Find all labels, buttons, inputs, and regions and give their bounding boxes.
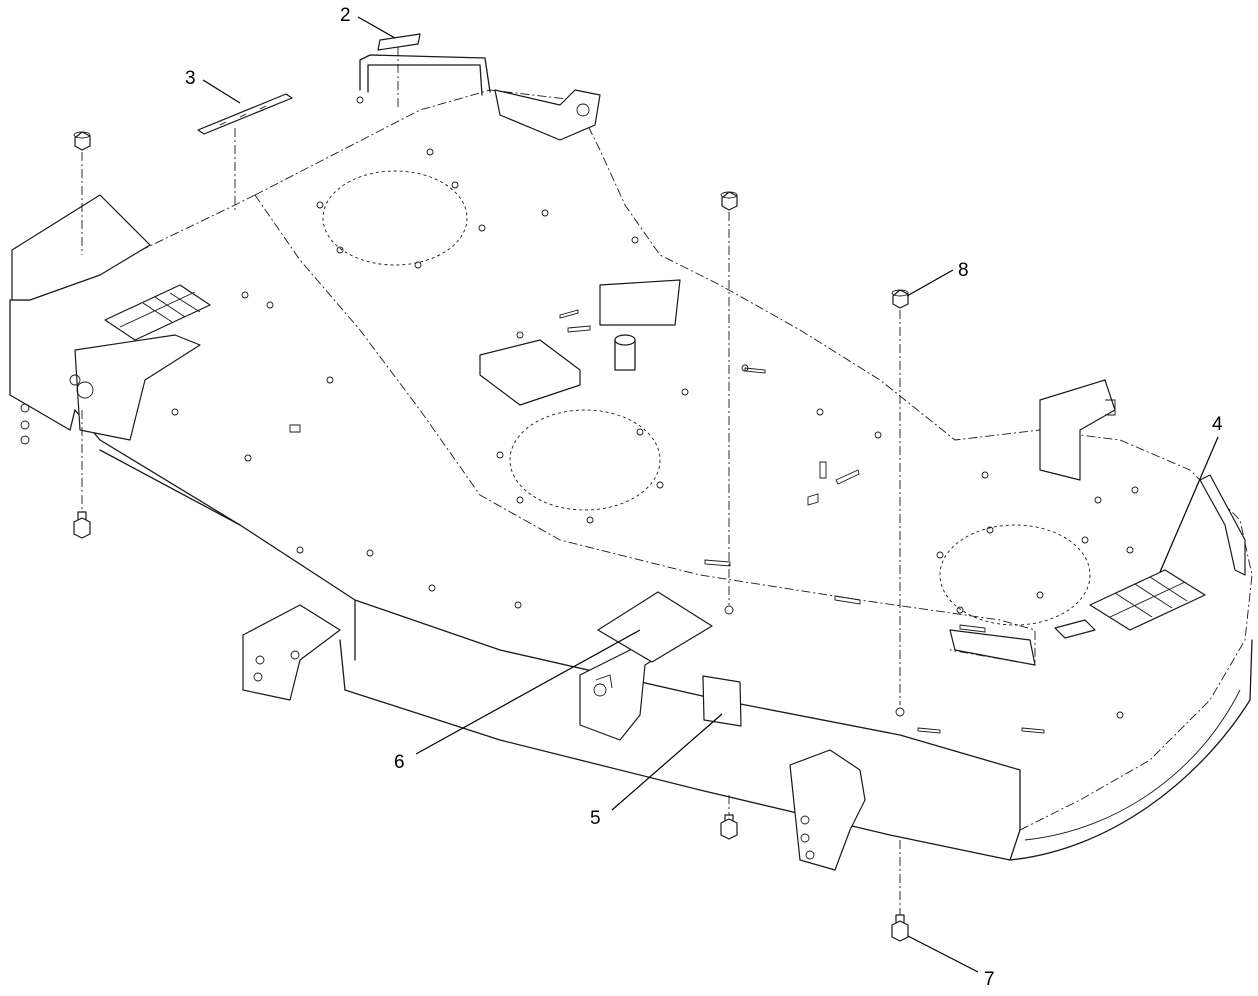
flange-nut-center xyxy=(720,191,738,615)
flange-nut-8 xyxy=(891,289,909,717)
callout-label-7: 7 xyxy=(984,969,995,990)
bolt-center-front xyxy=(720,795,738,840)
callout-label-3: 3 xyxy=(185,68,196,89)
mounting-holes xyxy=(116,96,1139,719)
bolt-left-front xyxy=(73,410,91,539)
callout-label-6: 6 xyxy=(394,752,405,773)
blade-spindle-openings xyxy=(322,170,1091,626)
spindle-opening-right xyxy=(939,524,1091,626)
spindle-opening-center xyxy=(509,409,661,511)
callout-label-4: 4 xyxy=(1212,414,1223,435)
callout-label-8: 8 xyxy=(958,260,969,281)
decals xyxy=(104,33,1206,727)
deck-brackets xyxy=(11,54,1246,871)
deck-slots xyxy=(289,309,1045,734)
deck-body xyxy=(9,89,1253,861)
decal-5 xyxy=(702,675,742,727)
decal-2 xyxy=(377,33,421,51)
callout-label-2: 2 xyxy=(340,5,351,26)
decal-6 xyxy=(597,591,713,663)
callout-5: 5 xyxy=(590,713,723,829)
fasteners xyxy=(73,47,909,942)
decal-4 xyxy=(1089,569,1206,631)
callout-4: 4 xyxy=(1159,414,1223,573)
callout-label-5: 5 xyxy=(590,808,601,829)
callout-8: 8 xyxy=(906,260,969,297)
flange-nut-left-rear xyxy=(73,131,91,255)
callout-6: 6 xyxy=(394,629,641,773)
spindle-opening-left xyxy=(322,170,468,266)
bolt-7 xyxy=(891,840,909,942)
callout-3: 3 xyxy=(185,68,241,104)
callout-7: 7 xyxy=(907,935,995,990)
callout-2: 2 xyxy=(340,5,396,39)
